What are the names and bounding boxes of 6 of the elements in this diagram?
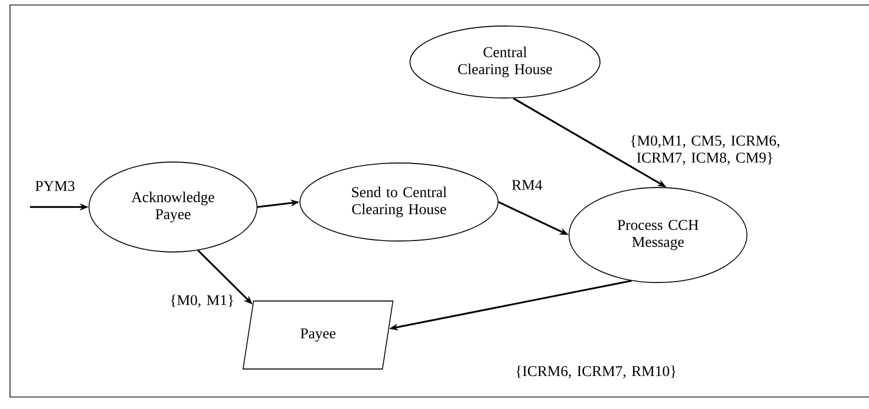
data-parallelogram: Payee xyxy=(242,300,394,370)
edge-label: {M0, M1} xyxy=(170,294,234,308)
edge-label: {ICRM6, ICRM7, RM10} xyxy=(516,366,676,378)
edge-label: PYM3 xyxy=(35,180,74,192)
edge-label: RM4 xyxy=(512,180,542,190)
edge-label: {M0,M1, CM5, ICRM6, ICRM7, ICM8, CM9} xyxy=(631,135,780,165)
